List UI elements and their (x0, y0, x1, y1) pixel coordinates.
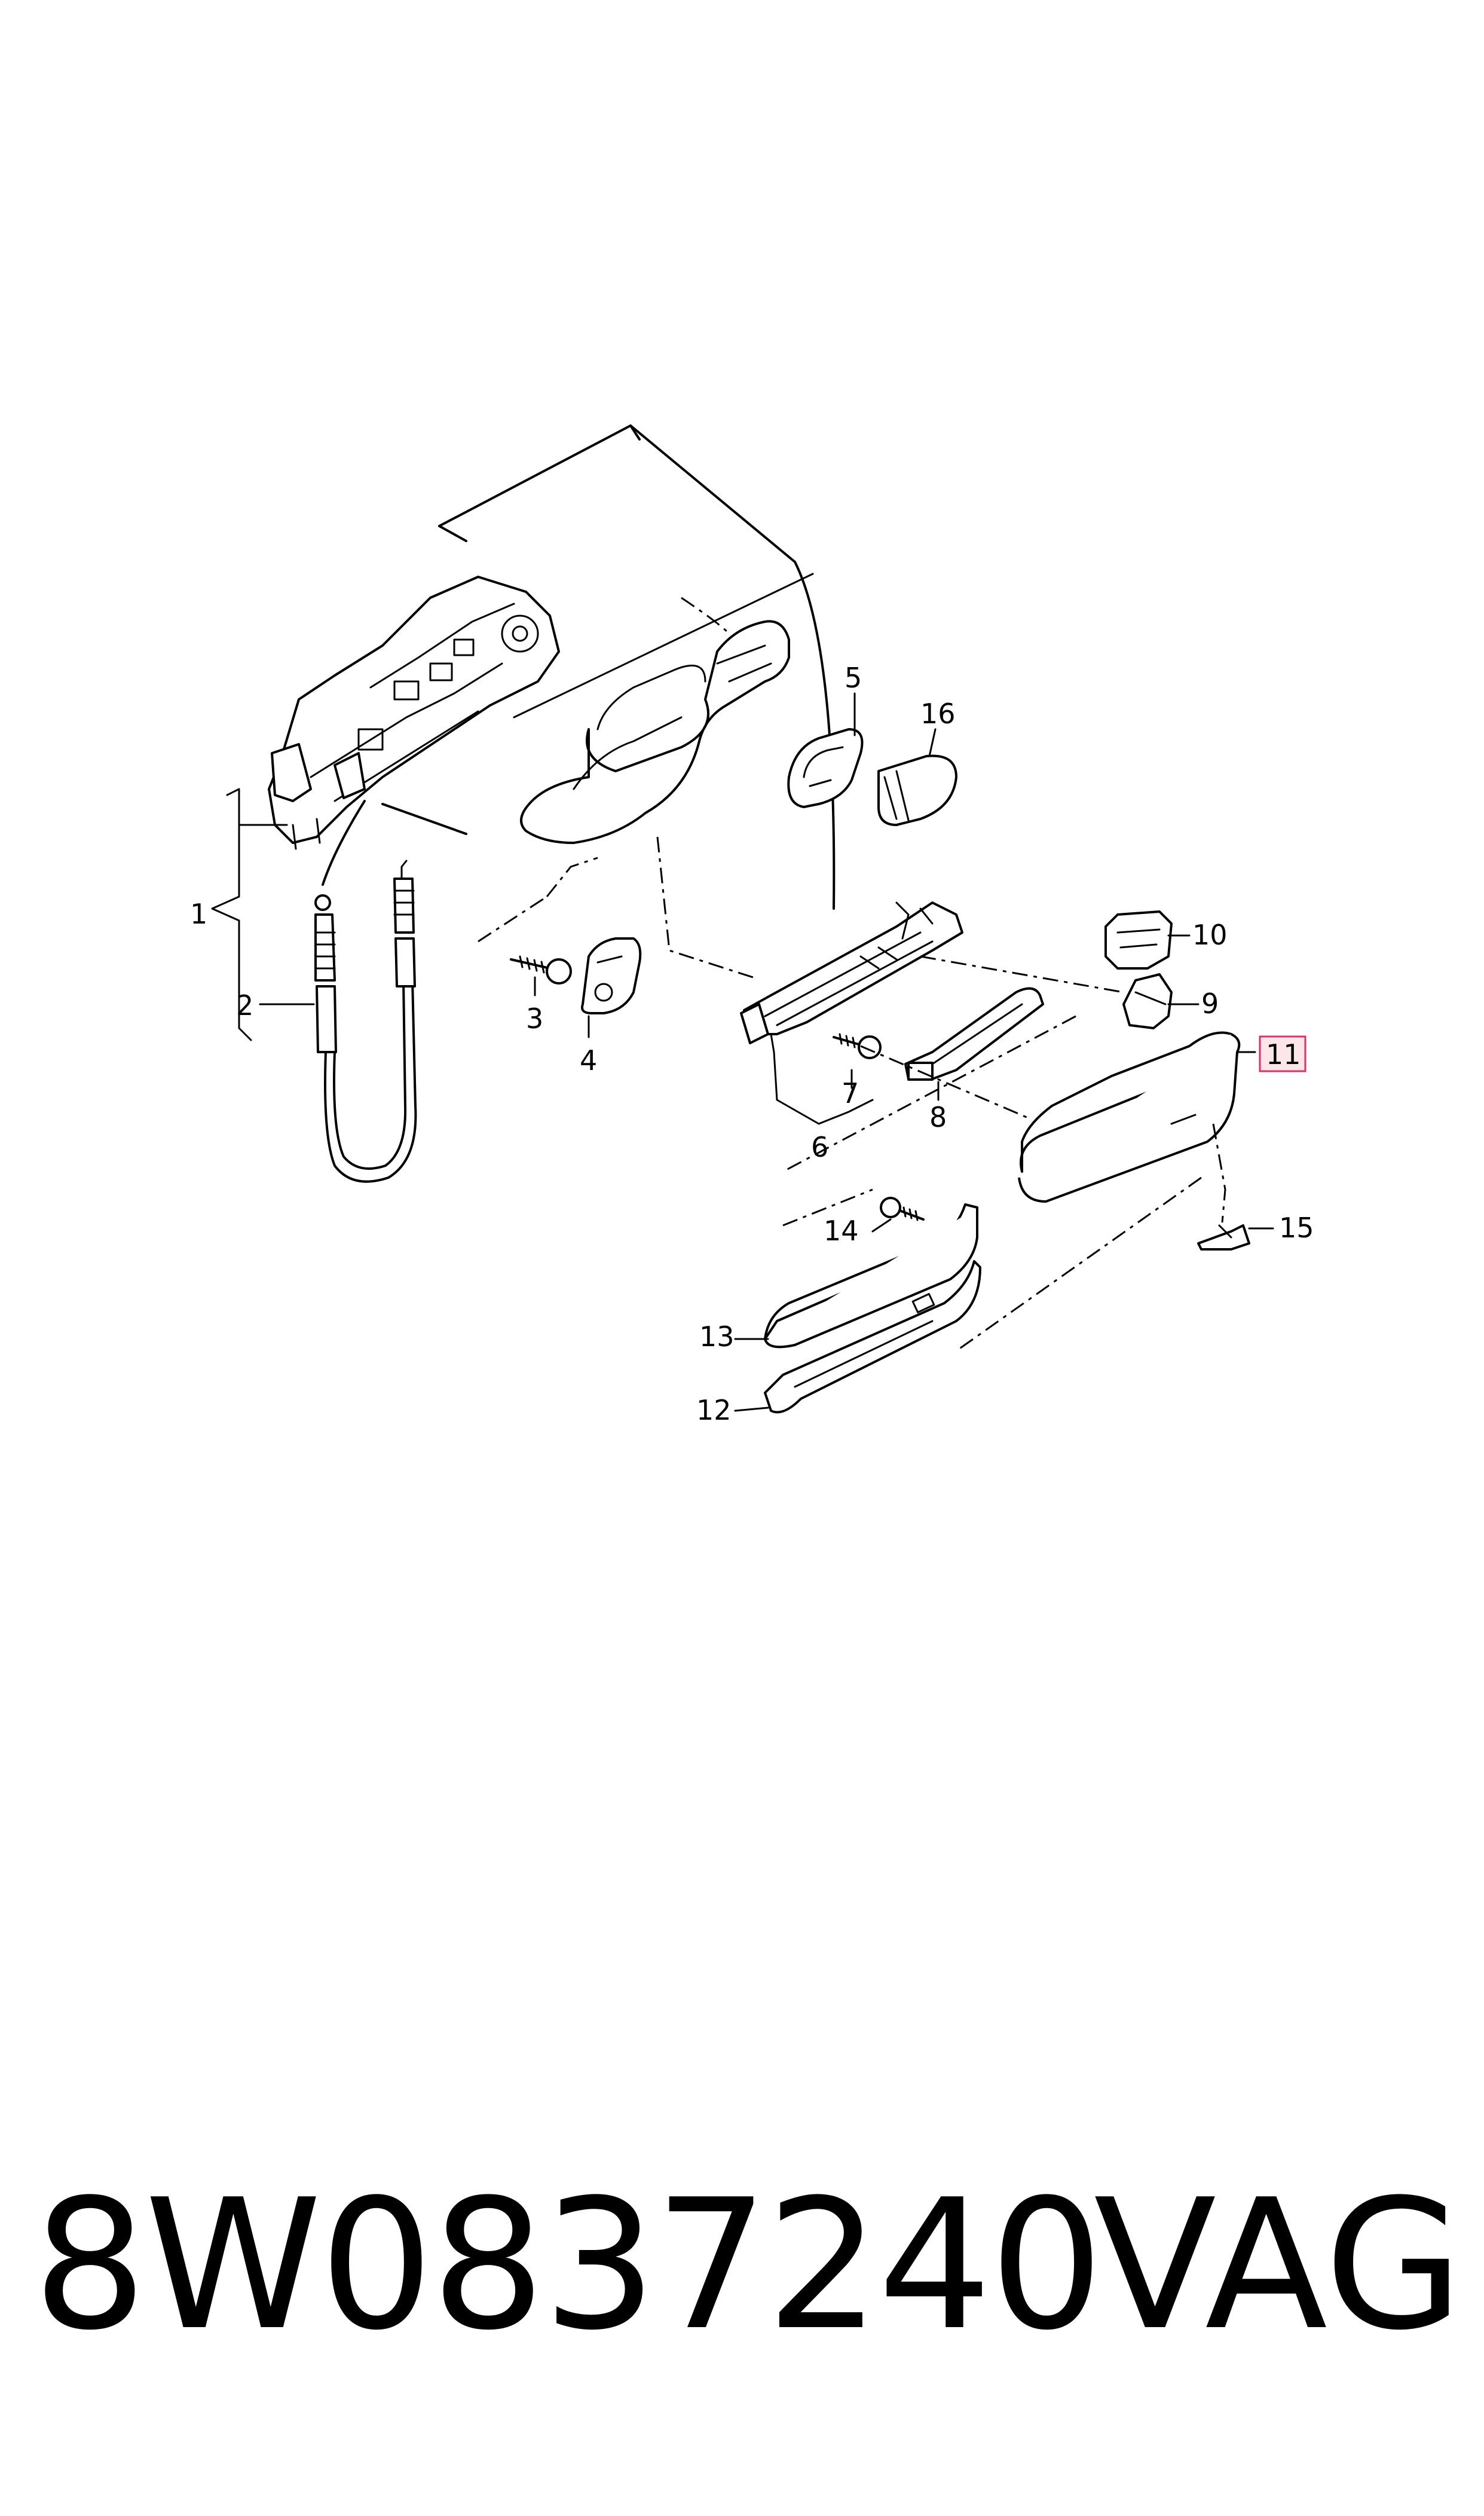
lock-cap-gasket (787, 728, 864, 808)
callout-7: 7 (842, 1077, 859, 1109)
door-lock-mechanism (268, 576, 560, 850)
callout-11-highlight (1259, 1035, 1306, 1072)
screw-7 (833, 1033, 882, 1059)
callout-14: 14 (824, 1215, 859, 1247)
exploded-parts-diagram: 1 2 3 4 5 6 7 8 9 10 11 12 13 14 15 16 (190, 424, 1314, 1426)
handle-cover-13 (764, 1203, 978, 1349)
bracket-10 (1104, 910, 1173, 970)
part-number: 8W0837240 (33, 2161, 1104, 2370)
screw-14 (880, 1197, 925, 1221)
clip-15 (1197, 1224, 1250, 1251)
callout-2: 2 (236, 989, 253, 1022)
callout-9: 9 (1201, 988, 1219, 1020)
bowden-cables (314, 800, 417, 1183)
handle-trim-12 (764, 1260, 981, 1414)
seal-4 (581, 937, 642, 1014)
callout-16: 16 (920, 698, 956, 730)
retainer-clip-9 (1122, 973, 1173, 1029)
callout-1: 1 (190, 898, 207, 930)
sensor-rod (904, 987, 1044, 1081)
callout-3: 3 (526, 1002, 543, 1035)
door-handle-recess (520, 620, 790, 844)
callout-15: 15 (1279, 1212, 1314, 1244)
assembly-lines (478, 597, 1226, 1352)
callout-labels: 1 2 3 4 5 6 7 8 9 10 11 12 13 14 15 16 (190, 662, 1314, 1426)
callout-12: 12 (696, 1394, 732, 1426)
callout-11: 11 (1266, 1038, 1301, 1071)
cover-cap (877, 754, 957, 826)
callout-4: 4 (580, 1044, 597, 1077)
callout-5: 5 (844, 662, 862, 694)
callout-6: 6 (811, 1131, 828, 1163)
callout-13: 13 (699, 1320, 735, 1353)
outer-door-handle (1018, 1031, 1241, 1203)
brand-name: VAG (1094, 2161, 1464, 2370)
callout-10: 10 (1192, 919, 1228, 951)
callout-8: 8 (929, 1101, 947, 1133)
leader-lines (211, 692, 1274, 1412)
handle-carrier-bracket (740, 901, 963, 1053)
door-panel-outline (381, 424, 836, 910)
screw-3 (510, 955, 572, 985)
